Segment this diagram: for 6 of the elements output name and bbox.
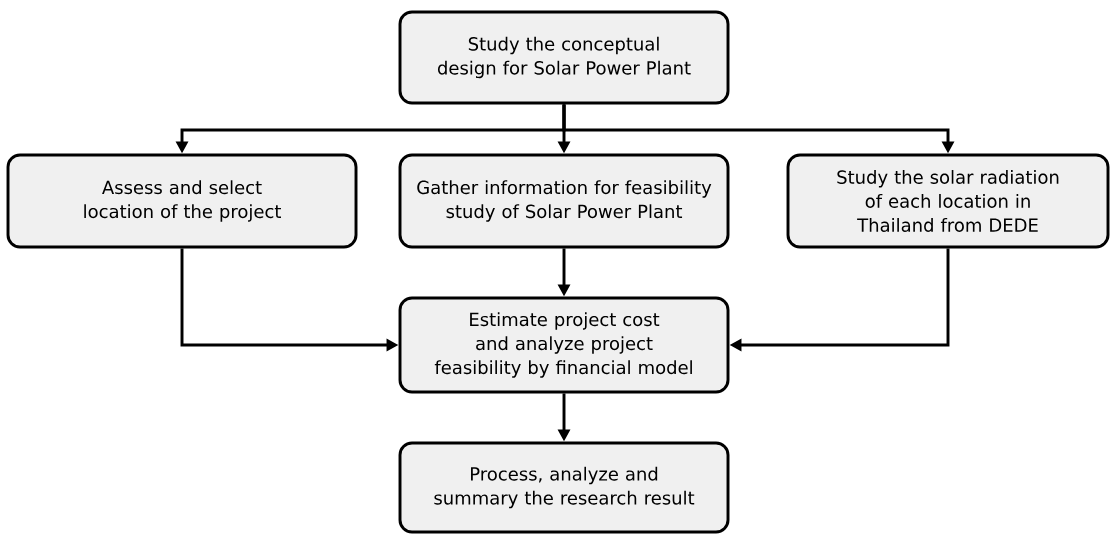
process-box: Estimate project cost and analyze project feasibility by financial model [398, 296, 730, 394]
process-box: Process, analyze and summary the research result [398, 441, 730, 534]
process-box: Study the conceptual design for Solar Power Plant [398, 10, 730, 105]
process-box: Gather information for feasibility study of Solar Power Plant [398, 153, 730, 249]
process-box: Study the solar radiation of each location in Thailand from DEDE [786, 153, 1110, 249]
process-box: Assess and select location of the project [6, 153, 358, 249]
